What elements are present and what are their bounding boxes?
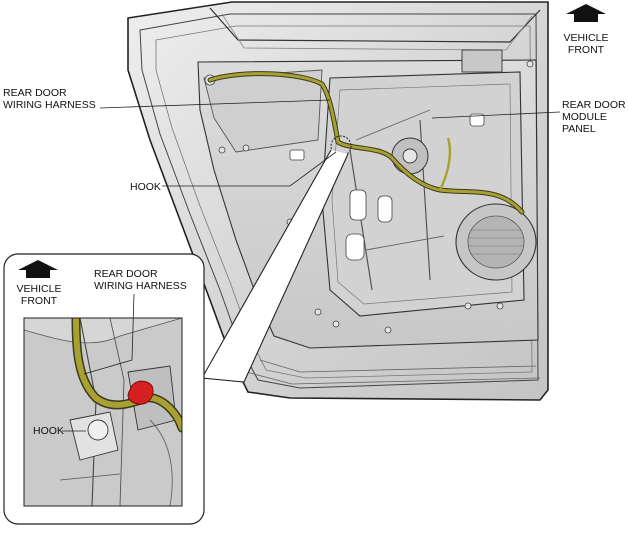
main-leader-lines	[99, 99, 561, 187]
detail-leader-lines	[62, 293, 135, 432]
rear-door-wiring-harness-label: REAR DOOR WIRING HARNESS	[3, 87, 96, 111]
hook-label: HOOK	[130, 181, 161, 193]
vehicle-front-arrow-icon	[18, 260, 58, 278]
detail-closeup	[24, 318, 182, 506]
rear-door-module-panel-label: REAR DOOR MODULE PANEL	[562, 99, 626, 135]
main-wiring-harness	[207, 71, 525, 215]
detail-callout-wedge	[201, 135, 352, 383]
detail-closeup-border	[23, 317, 183, 507]
detail-rear-door-wiring-harness-label: REAR DOOR WIRING HARNESS	[94, 268, 187, 292]
detail-vehicle-front-label: VEHICLE FRONT	[16, 283, 62, 307]
rear-door-outline	[127, 1, 549, 401]
vehicle-front-label: VEHICLE FRONT	[563, 32, 609, 56]
vehicle-front-arrow-icon	[566, 4, 606, 22]
detail-hook-label: HOOK	[33, 425, 64, 437]
